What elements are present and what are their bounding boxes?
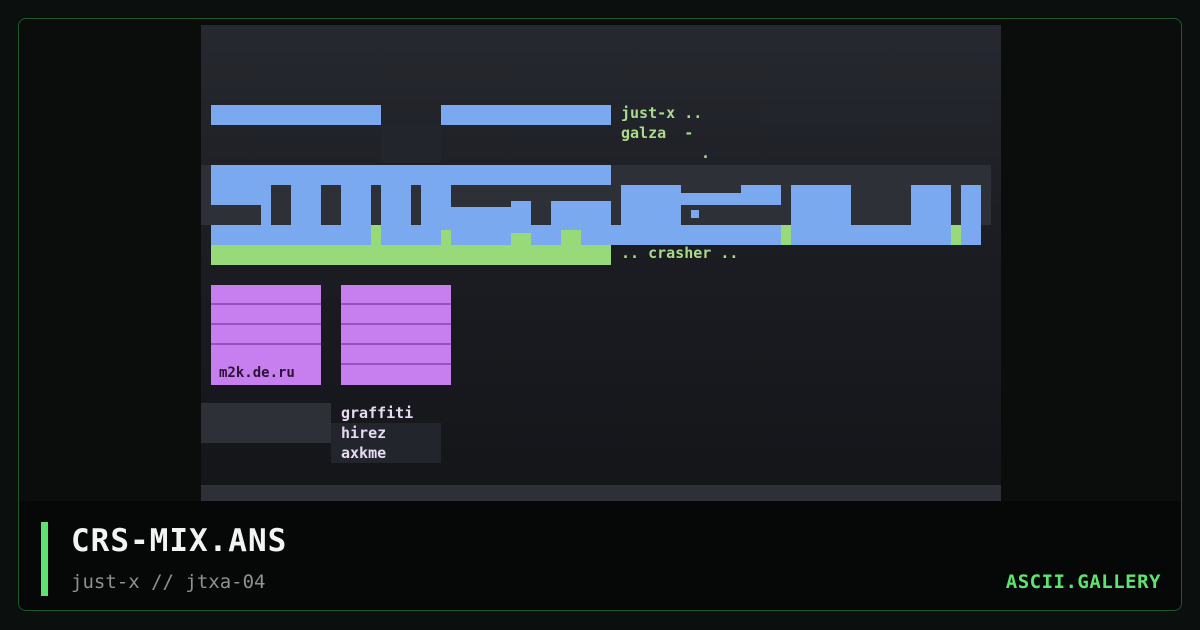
art-shade-block: [331, 423, 441, 463]
art-purple-line: [211, 303, 321, 305]
art-blue-block: [691, 210, 699, 218]
art-green-block: [511, 233, 531, 245]
art-blue-block: [621, 185, 681, 225]
art-text-crasher: .. crasher ..: [621, 244, 739, 262]
art-purple-line: [341, 303, 451, 305]
art-text-greet: graffiti: [341, 404, 414, 422]
art-purple-line: [211, 323, 321, 325]
art-purple-line: [211, 343, 321, 345]
art-text-dot: .: [701, 144, 711, 162]
art-blue-block: [511, 201, 531, 225]
card-frame: just-x .. galza - . .. crasher: [18, 18, 1182, 611]
art-blue-block: [911, 185, 951, 225]
art-blue-block: [291, 185, 321, 225]
caption-bar: CRS-MIX.ANS just-x // jtxa-04 ASCII.GALL…: [19, 501, 1181, 610]
art-text-url: m2k.de.ru: [219, 365, 295, 381]
art-purple-block: [211, 285, 321, 385]
art-shade-block: [201, 485, 1001, 501]
art-blue-block: [961, 185, 981, 225]
art-text-handle: just-x ..: [621, 104, 703, 122]
art-blue-block: [341, 185, 371, 225]
art-green-block: [211, 245, 611, 265]
art-green-block: [951, 225, 961, 245]
art-shade-block: [761, 105, 991, 125]
art-purple-line: [341, 343, 451, 345]
art-blue-block: [211, 105, 381, 125]
artwork-title: CRS-MIX.ANS: [71, 523, 288, 559]
art-blue-block: [421, 185, 451, 225]
art-green-block: [781, 225, 791, 245]
art-shade-block: [381, 123, 441, 163]
art-blue-block: [741, 185, 781, 205]
accent-bar: [41, 522, 48, 596]
art-purple-block: [341, 285, 451, 385]
art-blue-block: [211, 165, 611, 185]
art-blue-block: [261, 185, 271, 225]
art-blue-block: [381, 185, 411, 225]
ansi-artwork[interactable]: just-x .. galza - . .. crasher: [201, 25, 1001, 501]
art-blue-block: [211, 185, 271, 205]
art-green-block: [371, 225, 381, 245]
art-purple-line: [341, 323, 451, 325]
art-blue-block: [441, 105, 611, 125]
art-blue-block: [681, 193, 741, 205]
art-blue-block: [451, 207, 511, 225]
art-green-block: [441, 230, 451, 245]
art-blue-block: [791, 185, 851, 225]
art-blue-block: [551, 201, 611, 225]
art-text-greet: hirez: [341, 424, 387, 442]
art-text-galza: galza -: [621, 124, 694, 142]
art-blue-block: [211, 225, 981, 245]
art-text-greet: axkme: [341, 444, 387, 462]
art-green-block: [561, 230, 581, 245]
art-shade-block: [201, 403, 331, 443]
art-purple-line: [341, 363, 451, 365]
artwork-subtitle: just-x // jtxa-04: [71, 571, 266, 593]
site-brand[interactable]: ASCII.GALLERY: [1005, 571, 1161, 593]
